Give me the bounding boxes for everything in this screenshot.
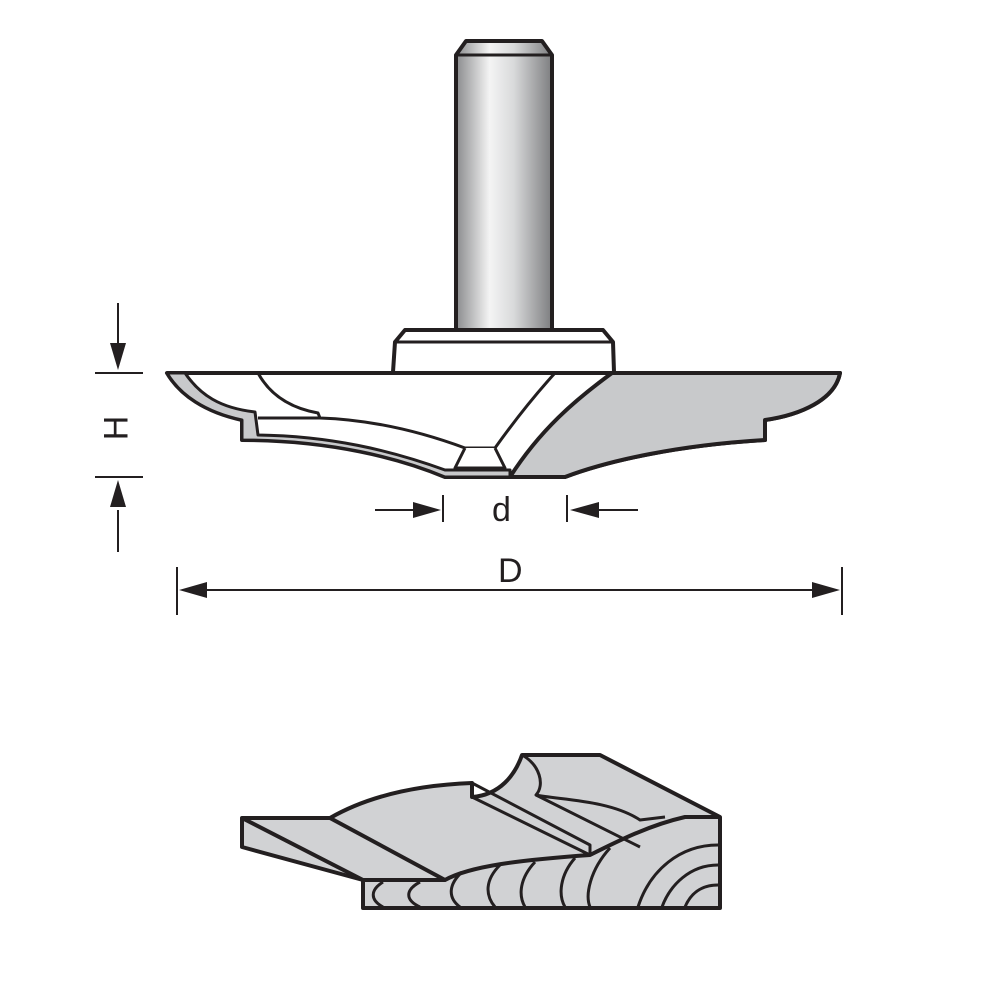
collar <box>391 328 616 373</box>
wood-profile <box>240 753 722 910</box>
height-label: H <box>97 415 136 441</box>
cutter-edge-left <box>165 371 512 479</box>
cutter-face-right <box>508 371 842 479</box>
shank <box>454 39 554 332</box>
wood-grain <box>371 843 719 909</box>
dimension-lines <box>95 303 843 615</box>
shank-diameter-label: d <box>492 491 511 529</box>
cutter-diameter-label: D <box>498 552 523 590</box>
